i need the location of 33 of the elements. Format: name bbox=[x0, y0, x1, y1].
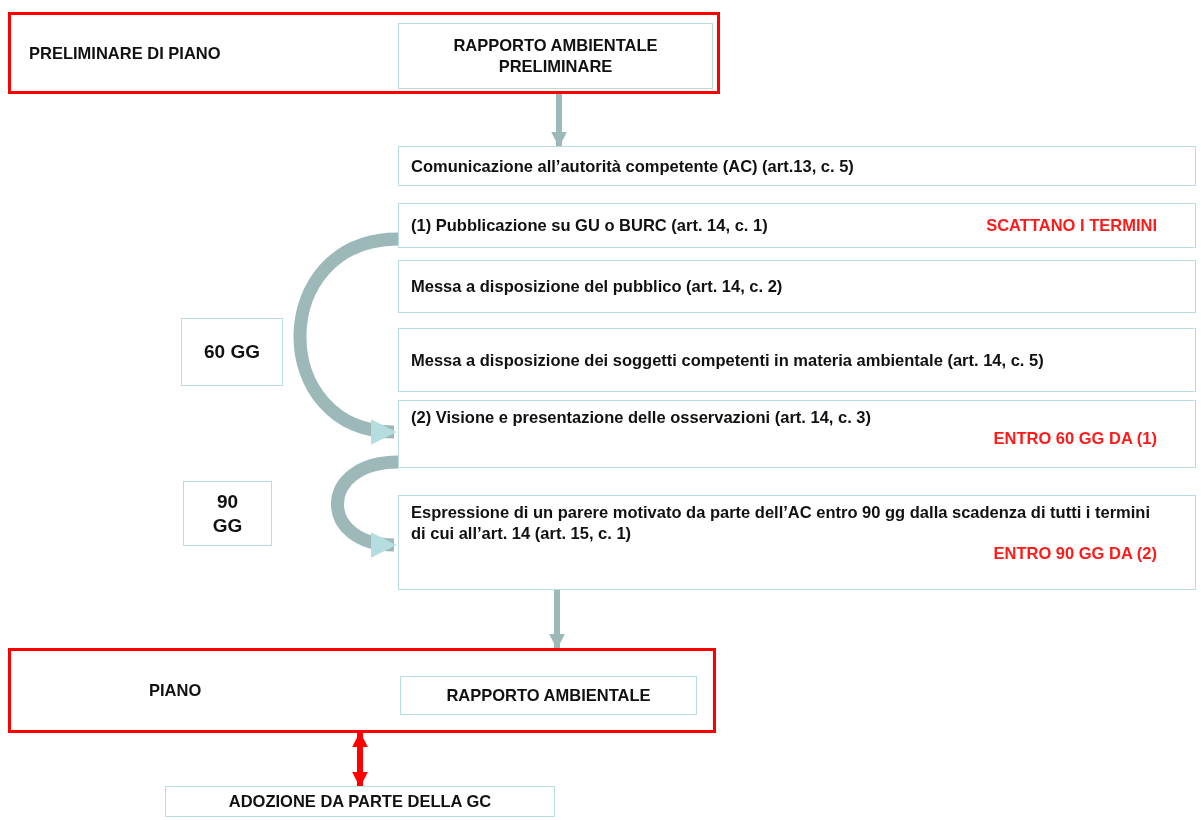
document-box bbox=[165, 786, 555, 817]
arrow bbox=[551, 94, 567, 148]
duration-text: 60 GG bbox=[204, 340, 260, 364]
arrow bbox=[549, 590, 565, 650]
phase-frame bbox=[8, 648, 716, 733]
step-text: Messa a disposizione dei soggetti competenti in materia ambientale (art. 14, c. 5) bbox=[411, 349, 1045, 371]
document-title: RAPPORTO AMBIENTALE bbox=[446, 685, 651, 706]
deadline-note: ENTRO 90 GG DA (2) bbox=[993, 543, 1157, 565]
step-box bbox=[398, 260, 1196, 313]
step-box bbox=[398, 146, 1196, 186]
phase-title: PIANO bbox=[149, 680, 202, 701]
arrow bbox=[293, 232, 399, 442]
arrow bbox=[352, 731, 368, 788]
step-box bbox=[398, 495, 1196, 590]
step-box bbox=[398, 328, 1196, 392]
step-text: (1) Pubblicazione su GU o BURC (art. 14, c. 1) bbox=[411, 215, 768, 236]
phase-title: PRELIMINARE DI PIANO bbox=[29, 42, 221, 64]
deadline-note: ENTRO 60 GG DA (1) bbox=[993, 427, 1157, 449]
step-text: Messa a disposizione del pubblico (art. 14, c. 2) bbox=[411, 276, 784, 297]
document-title: ADOZIONE DA PARTE DELLA GC bbox=[228, 791, 492, 812]
phase-frame bbox=[8, 12, 720, 94]
step-text: (2) Visione e presentazione delle osservazioni (art. 14, c. 3) bbox=[411, 407, 873, 428]
duration-box bbox=[181, 318, 283, 386]
step-box bbox=[398, 203, 1196, 248]
step-text: Comunicazione all’autorità competente (AC) (art.13, c. 5) bbox=[411, 155, 855, 177]
deadline-note: SCATTANO I TERMINI bbox=[986, 214, 1157, 236]
duration-box bbox=[183, 481, 272, 546]
document-title: RAPPORTO AMBIENTALE PRELIMINARE bbox=[452, 35, 659, 77]
step-text: Espressione di un parere motivato da parte dell’AC entro 90 gg dalla scadenza di tutti i termini di cui all’art. 14 (art. 15, c. 1) bbox=[411, 502, 1151, 544]
duration-text: 90 GG bbox=[211, 489, 244, 538]
document-box bbox=[400, 676, 697, 715]
step-box bbox=[398, 400, 1196, 468]
document-box bbox=[398, 23, 713, 89]
